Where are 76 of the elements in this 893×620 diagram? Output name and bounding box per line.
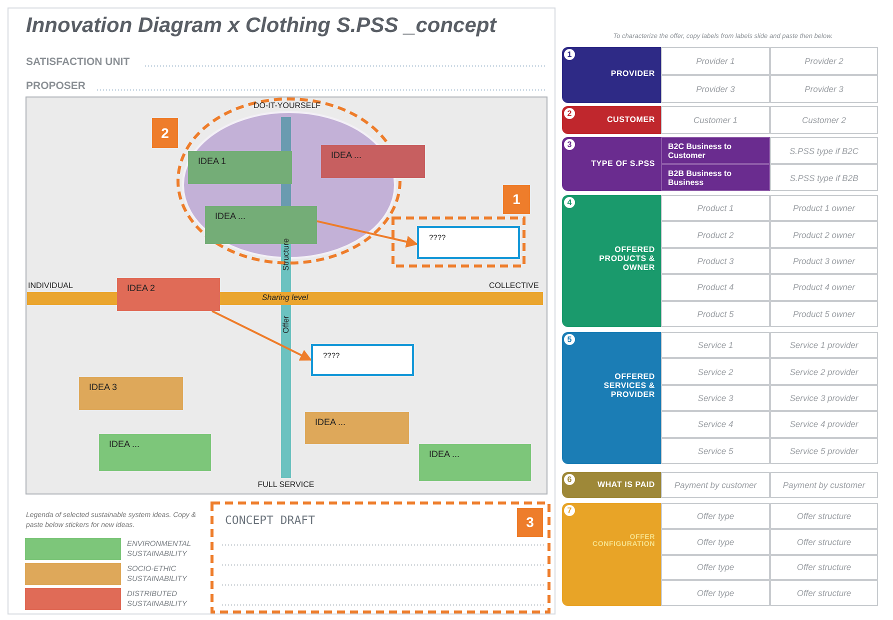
table-cell: B2B Business to Business (661, 164, 770, 191)
table-cell: Service 3 (661, 384, 770, 412)
table-cell: Service 5 (661, 438, 770, 464)
axis-label: DO-IT-YOURSELF (252, 101, 322, 110)
table-cell: B2C Business to Customer (661, 137, 770, 164)
step-number: 2 (564, 108, 575, 119)
table-cell: Service 4 provider (770, 411, 878, 438)
idea-sticker: IDEA 3 (79, 377, 183, 410)
table-cell: Product 5 owner (770, 300, 878, 327)
field: SATISFACTION UNIT (26, 56, 130, 68)
callout-number: 2 (152, 118, 178, 148)
table-cell: Offer type (661, 580, 770, 606)
axis-label: COLLECTIVE (489, 281, 539, 290)
table-cell: S.PSS type if B2B (770, 164, 878, 191)
step-number: 4 (564, 197, 575, 208)
section-heading: CUSTOMER (606, 115, 655, 124)
table-cell: Product 4 (661, 274, 770, 301)
table-cell: Offer type (661, 503, 770, 529)
table-cell: Provider 3 (770, 75, 878, 103)
idea-sticker: IDEA ... (305, 412, 409, 444)
table-cell: Service 1 provider (770, 332, 878, 358)
table-cell: Service 2 provider (770, 358, 878, 385)
axis-label: INDIVIDUAL (28, 281, 73, 290)
idea-sticker: IDEA 1 (188, 151, 292, 184)
table-cell: Service 3 provider (770, 384, 878, 412)
table-cell: Provider 2 (770, 47, 878, 75)
table-cell: Product 2 owner (770, 221, 878, 248)
field: PROPOSER (26, 80, 86, 92)
idea-sticker: IDEA 2 (117, 278, 220, 311)
section-heading: OFFERED SERVICES & PROVIDER (602, 372, 655, 399)
idea-sticker: IDEA ... (99, 434, 211, 471)
step-number: 7 (564, 505, 575, 516)
table-cell: Offer structure (770, 528, 878, 554)
table-cell: Payment by customer (661, 472, 770, 498)
step-number: 3 (564, 139, 575, 150)
table-cell: Provider 3 (661, 75, 770, 103)
table-cell: Offer type (661, 554, 770, 580)
table-cell: Service 2 (661, 358, 770, 385)
table-cell: Service 4 (661, 411, 770, 438)
table-cell: Product 3 owner (770, 248, 878, 274)
table-cell: Product 2 (661, 221, 770, 248)
table-cell: S.PSS type if B2C (770, 137, 878, 164)
idea-sticker: IDEA ... (419, 444, 531, 481)
title: Innovation Diagram x Clothing S.PSS _concept (26, 14, 496, 38)
step-number: 6 (564, 474, 575, 485)
table-cell: Offer structure (770, 554, 878, 580)
section-heading: OFFERED PRODUCTS & OWNER (598, 245, 655, 272)
axis-label: Offer (280, 314, 292, 336)
table-cell: Product 3 (661, 248, 770, 274)
idea-sticker: IDEA ... (321, 145, 425, 178)
table-cell: Product 1 owner (770, 195, 878, 222)
table-cell: Offer structure (770, 503, 878, 529)
axis-label: Structure (280, 237, 292, 273)
section-heading: WHAT IS PAID (596, 480, 655, 489)
table-cell: Customer 1 (661, 106, 770, 134)
table-cell: Offer structure (770, 580, 878, 606)
table-cell: Service 1 (661, 332, 770, 358)
table-cell: Product 4 owner (770, 274, 878, 301)
table-cell: Payment by customer (770, 472, 878, 498)
section-heading: TYPE OF S.PSS (590, 158, 655, 168)
arrow (316, 220, 418, 248)
table-cell: Product 5 (661, 300, 770, 327)
table-cell: Service 5 provider (770, 438, 878, 464)
section-heading: PROVIDER (610, 69, 655, 78)
callout-number: 1 (503, 185, 530, 214)
panel-heading: CONCEPT DRAFT (225, 513, 316, 527)
table-cell: Customer 2 (770, 106, 878, 134)
arrow (212, 310, 312, 361)
table-cell: Product 1 (661, 195, 770, 222)
axis-label: Sharing level (260, 293, 310, 302)
table-cell: Provider 1 (661, 47, 770, 75)
callout-number: 3 (517, 508, 543, 537)
axis-label: FULL SERVICE (256, 480, 316, 489)
step-number: 1 (564, 49, 575, 60)
step-number: 5 (564, 334, 575, 345)
table-cell: Offer type (661, 528, 770, 554)
